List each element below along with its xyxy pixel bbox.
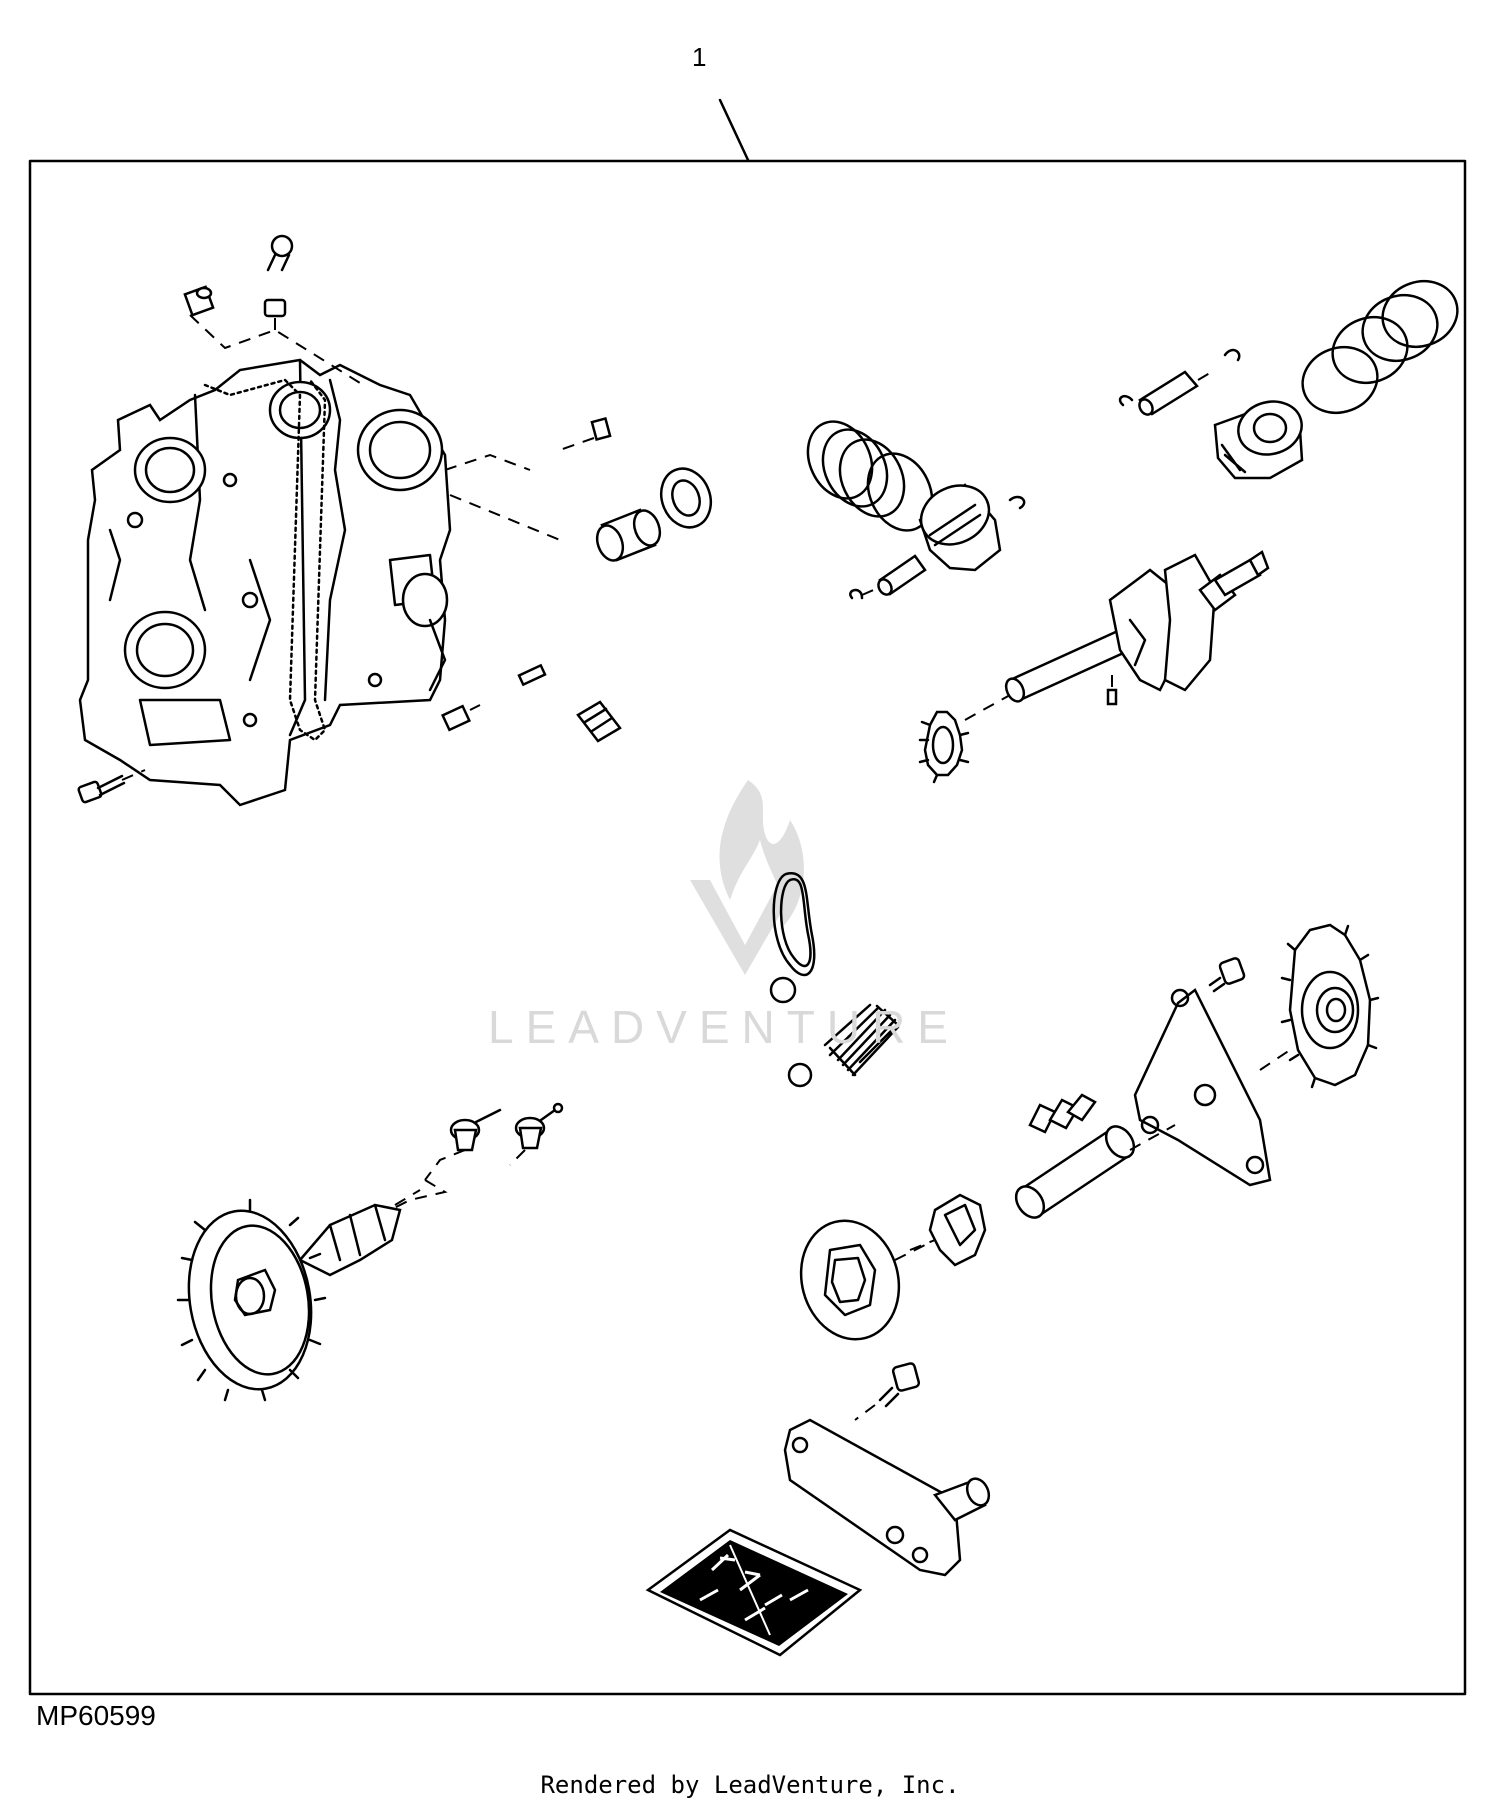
nut-top [263, 298, 287, 318]
cap-screw-lower-left [77, 769, 146, 804]
breather-cover [783, 1418, 991, 1577]
inner-rotor [909, 1193, 987, 1267]
dowel-pin-top-left [183, 285, 215, 317]
wrist-pin-left [877, 554, 927, 596]
retaining-clip-left-b [1008, 495, 1026, 510]
threaded-plug [576, 700, 622, 743]
dowel-pin-upper-right [559, 416, 612, 451]
dashed-leader-tappets [389, 1149, 526, 1211]
pump-shaft [1014, 1049, 1291, 1219]
outer-rotor [799, 1219, 926, 1341]
o-ring-small-upper [769, 976, 797, 1004]
instruction-sheet [645, 1528, 863, 1657]
woodruff-key [1106, 675, 1118, 706]
crankshaft [1004, 550, 1270, 703]
camshaft-drive-gear [1280, 923, 1380, 1089]
shaft-pins [1028, 1093, 1097, 1134]
retaining-clip-left-a [849, 587, 879, 600]
piston-left [918, 483, 1002, 572]
valve-tappet-right [514, 1102, 564, 1150]
camshaft-gear [176, 1198, 327, 1402]
crankcase-gasket [203, 378, 327, 742]
camshaft [298, 1189, 421, 1277]
dowel-pin-lower [440, 704, 481, 732]
crankcase-block [78, 358, 452, 807]
short-pin-lower [517, 663, 547, 687]
oil-seal [659, 467, 713, 529]
breather-screw [854, 1362, 921, 1421]
piston-rings-right [1301, 279, 1459, 415]
valve-tappet-left [449, 1108, 502, 1152]
callout-leader [718, 98, 750, 162]
o-ring-small-lower [787, 1062, 813, 1088]
retaining-clip-right-b [1223, 348, 1241, 362]
rendered-by-footer: Rendered by LeadVenture, Inc. [540, 1771, 960, 1799]
wrist-pin-right [1138, 369, 1216, 416]
oil-pump-drive-bolt [1208, 957, 1246, 993]
cap-screw-top [266, 234, 294, 272]
piston-rings-left [806, 420, 934, 532]
piston-right [1213, 400, 1304, 480]
callout-number: 1 [692, 42, 707, 72]
figure-id: MP60599 [36, 1700, 156, 1731]
bearing-bushing [595, 508, 662, 562]
oil-pump-cover-plate [1133, 988, 1272, 1187]
crankshaft-timing-gear [918, 694, 1011, 784]
o-ring-large [772, 872, 816, 977]
dashed-leader-top [189, 314, 361, 384]
watermark-text: LEADVENTURE [488, 1001, 960, 1053]
relief-valve-spring [823, 1003, 900, 1077]
dashed-leader-bearing [444, 453, 561, 541]
retaining-clip-right-a [1118, 394, 1134, 407]
kit-frame [28, 159, 1467, 1696]
